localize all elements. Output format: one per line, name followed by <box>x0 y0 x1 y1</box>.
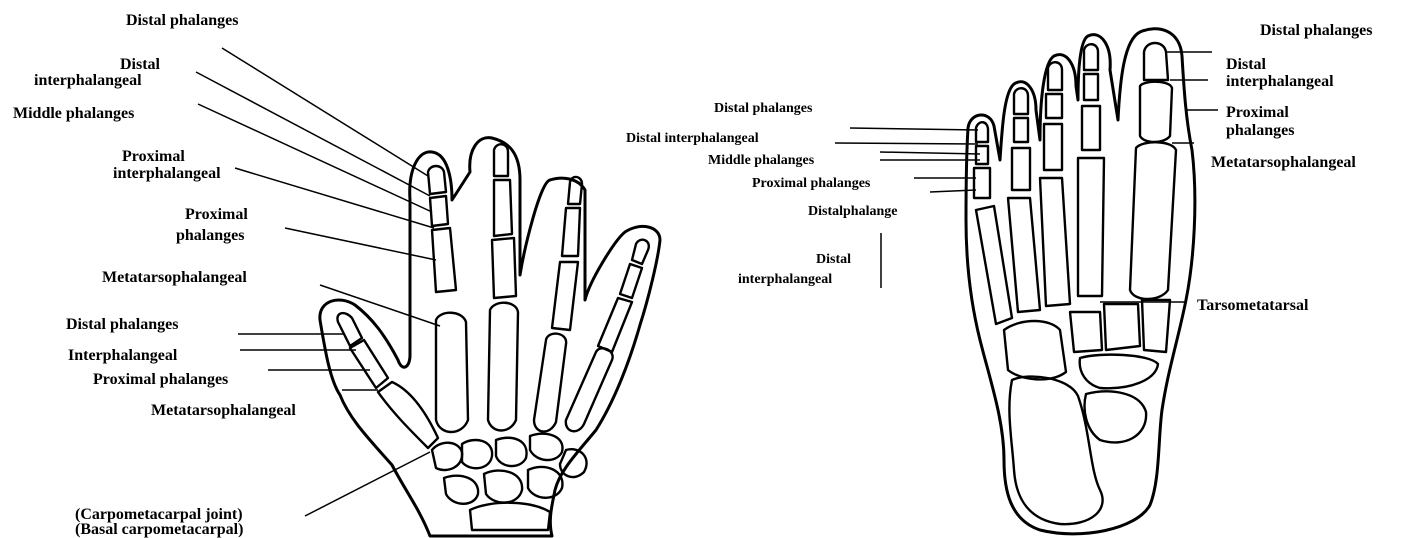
hand-bone-carpal-7 <box>484 471 522 503</box>
hand-label-thumb-proximal-phalanges: Proximal phalanges <box>93 371 228 388</box>
foot-bone-little-proximal <box>974 168 990 198</box>
hand-label-distal-phalanges: Distal phalanges <box>126 12 238 29</box>
foot-bone-cuneiform-2 <box>1104 304 1140 350</box>
foot-label-big-metatarsophalangeal: Metatarsophalangeal <box>1211 154 1356 171</box>
hand-bone-little-distal <box>632 240 649 264</box>
hand-label-basal-carpometacarpal: (Basal carpometacarpal) <box>75 521 243 538</box>
foot-bone-fourth-distal <box>1014 88 1028 114</box>
foot-bone-fourth-middle <box>1014 118 1028 142</box>
hand-bone-carpal-2 <box>462 440 492 468</box>
hand-label-metatarsophalangeal: Metatarsophalangeal <box>102 269 247 286</box>
hand-bone-carpal-1 <box>432 443 462 470</box>
foot-label-big-distal-interphalangeal: Distal <box>1226 56 1267 73</box>
foot-bone-third-middle <box>1046 94 1062 118</box>
foot-bone-third-proximal <box>1044 124 1062 170</box>
foot-bone-little-middle <box>976 146 988 164</box>
foot-label-big-distal-phalanges: Distal phalanges <box>1260 22 1372 39</box>
foot-illustration: Distal phalanges Distal interphalangeal … <box>626 22 1372 534</box>
foot-label-big-distal-interphalangeal: interphalangeal <box>1226 73 1334 90</box>
hand-bone-carpal-3 <box>496 438 527 466</box>
foot-leader-little-distal-interphalangeal <box>835 143 978 144</box>
foot-bone-cuboid <box>1004 321 1066 379</box>
hand-label-distal-interphalangeal: interphalangeal <box>34 72 142 89</box>
hand-leader-distal-interphalangeal <box>196 72 430 196</box>
foot-leader-little-middle-phalanges <box>880 152 980 154</box>
foot-label-little-distal-interphalangeal-2: interphalangeal <box>738 272 832 287</box>
hand-label-thumb-interphalangeal: Interphalangeal <box>68 347 178 364</box>
hand-bone-index-middle <box>430 196 448 226</box>
hand-leader-proximal-phalanges <box>285 228 436 260</box>
foot-bone-fourth-metatarsal <box>1008 198 1040 312</box>
foot-outline <box>966 29 1195 534</box>
hand-bone-carpal-5 <box>560 449 587 477</box>
hand-label-thumb-metatarsophalangeal: Metatarsophalangeal <box>151 402 296 419</box>
hand-bone-little-middle <box>620 264 642 298</box>
foot-bone-third-metatarsal <box>1040 178 1070 306</box>
foot-bone-fourth-proximal <box>1012 148 1030 190</box>
hand-label-proximal-phalanges: phalanges <box>176 227 244 244</box>
hand-bone-little-proximal <box>598 298 632 352</box>
foot-bone-second-metatarsal <box>1078 158 1104 296</box>
foot-bone-third-distal <box>1048 62 1062 90</box>
foot-bone-cuneiform-3 <box>1142 300 1170 352</box>
hand-leader-middle-phalanges <box>198 104 432 212</box>
foot-bone-second-proximal <box>1082 106 1100 150</box>
foot-bone-cuneiform-1 <box>1070 312 1102 352</box>
hand-label-proximal-phalanges: Proximal <box>185 206 248 223</box>
foot-label-tarsometatarsal: Tarsometatarsal <box>1197 297 1309 314</box>
foot-bone-big-distal <box>1144 43 1168 80</box>
hand-bone-index-metacarpal <box>436 313 468 432</box>
hand-bone-ring-proximal <box>552 262 578 330</box>
hand-bone-middle-distal <box>494 144 508 176</box>
hand-bone-radius <box>470 503 550 530</box>
hand-label-proximal-interphalangeal: Proximal <box>122 148 185 165</box>
foot-label-little-proximal-phalanges: Proximal phalanges <box>752 176 871 191</box>
hand-label-distal-interphalangeal: Distal <box>120 56 161 73</box>
hand-bone-thumb-metacarpal <box>378 382 438 448</box>
foot-bone-little-distal <box>976 122 988 142</box>
foot-label-little-distal-interphalangeal: Distal interphalangeal <box>626 131 759 146</box>
foot-leader-little-distalphalange <box>930 190 976 192</box>
hand-bone-carpal-4 <box>530 434 563 460</box>
foot-bone-calcaneus <box>1009 377 1102 525</box>
hand-bone-thumb-distal <box>337 313 362 346</box>
foot-label-big-proximal-phalanges: phalanges <box>1226 122 1294 139</box>
hand-leader-distal-phalanges <box>222 48 428 176</box>
hand-bone-carpal-6 <box>444 476 478 504</box>
hand-bone-little-metacarpal <box>566 348 613 431</box>
foot-bone-talus <box>1085 391 1147 442</box>
hand-bone-index-distal <box>428 166 446 194</box>
hand-label-proximal-interphalangeal: interphalangeal <box>113 165 221 182</box>
hand-illustration: Distal phalanges Distal interphalangeal … <box>13 12 660 538</box>
hand-leader-proximal-interphalangeal <box>235 168 434 228</box>
hand-label-middle-phalanges: Middle phalanges <box>13 105 134 122</box>
hand-label-thumb-distal-phalanges: Distal phalanges <box>66 316 178 333</box>
foot-label-little-distal-phalanges: Distal phalanges <box>714 101 813 116</box>
hand-leader-carpometacarpal <box>305 452 430 516</box>
foot-label-little-middle-phalanges: Middle phalanges <box>708 153 815 168</box>
hand-bone-middle-metacarpal <box>488 303 518 431</box>
foot-bone-little-metatarsal <box>976 206 1012 324</box>
hand-bone-middle-middle <box>494 180 512 236</box>
foot-bone-big-metatarsal <box>1130 142 1176 299</box>
hand-bone-middle-proximal <box>492 238 516 298</box>
foot-label-little-distalphalange: Distalphalange <box>808 204 897 219</box>
foot-leader-little-distal-phalanges <box>850 128 978 130</box>
foot-bone-navicular <box>1080 355 1158 389</box>
foot-label-little-distal-interphalangeal-2: Distal <box>816 252 851 267</box>
foot-bone-second-distal <box>1084 44 1098 70</box>
foot-label-big-proximal-phalanges: Proximal <box>1226 104 1289 121</box>
foot-bone-big-proximal <box>1140 82 1172 142</box>
hand-bone-thumb-proximal <box>350 340 388 388</box>
hand-bone-ring-middle <box>562 208 580 256</box>
hand-bone-ring-metacarpal <box>534 334 566 432</box>
foot-bone-second-middle <box>1084 74 1098 100</box>
